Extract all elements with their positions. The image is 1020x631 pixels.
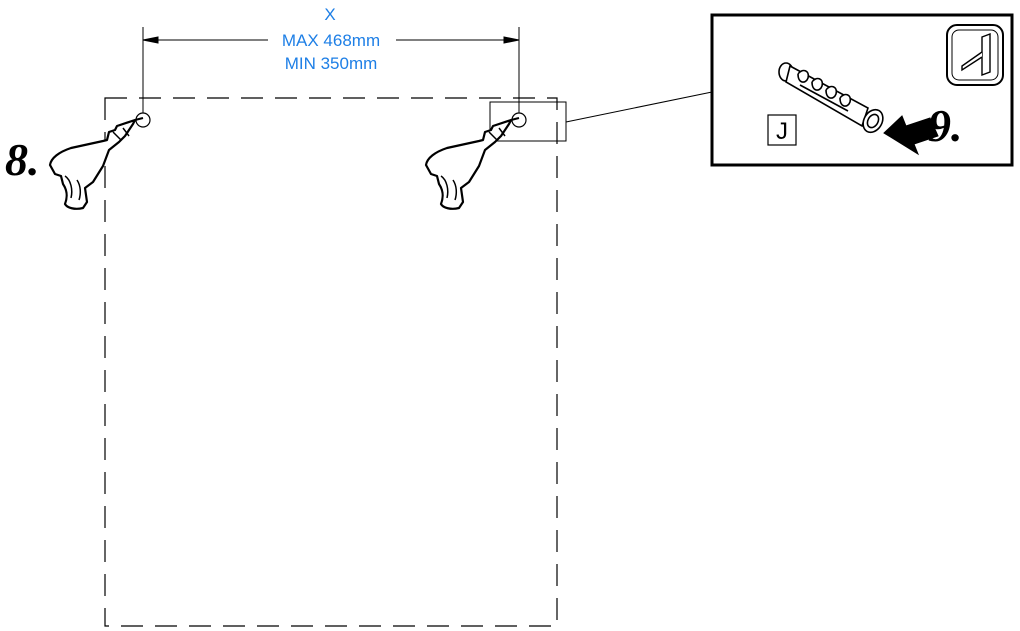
wall-hook-icon — [946, 24, 1004, 86]
dimension-min: MIN 350mm — [285, 54, 378, 73]
drill-icon — [424, 116, 521, 210]
step-8-number: 8. — [5, 134, 40, 185]
dimension-max: MAX 468mm — [282, 31, 380, 50]
step-9-number: 9. — [928, 100, 963, 151]
dimension-x — [142, 27, 520, 120]
push-arrow-icon — [883, 115, 939, 156]
part-label-box — [767, 114, 797, 146]
drill-icon — [48, 116, 145, 210]
dimension-symbol: X — [324, 5, 335, 24]
part-label: J — [776, 118, 788, 145]
wall-plug-icon — [778, 62, 884, 134]
cabinet-outline — [104, 97, 558, 627]
callout-leader — [565, 91, 713, 123]
